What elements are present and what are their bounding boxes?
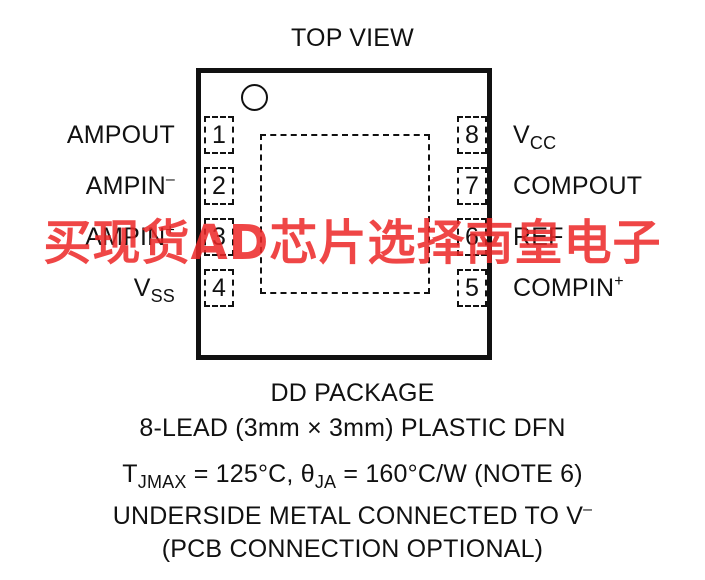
pin-pad-8: 8 — [457, 116, 487, 154]
underside-note: UNDERSIDE METAL CONNECTED TO V– — [112, 501, 593, 530]
pin-pad-7: 7 — [457, 167, 487, 205]
exposed-pad — [260, 134, 430, 294]
pin-pad-4: 4 — [204, 269, 234, 307]
pin-pad-2: 2 — [204, 167, 234, 205]
pin-label-compout: COMPOUT — [513, 172, 643, 200]
pin-label-vcc: VCC — [513, 121, 557, 153]
pin-label-vss: VSS — [133, 274, 175, 306]
pin-pad-1: 1 — [204, 116, 234, 154]
pin-pad-6: 6 — [457, 218, 487, 256]
pcb-note: (PCB CONNECTION OPTIONAL) — [161, 535, 544, 563]
package-outline — [196, 68, 492, 360]
package-name: DD PACKAGE — [270, 379, 435, 407]
pin-label-compin-plus: COMPIN+ — [513, 273, 624, 302]
pin-pad-3: 3 — [204, 218, 234, 256]
pin1-indicator-icon — [241, 84, 268, 111]
pin-pad-5: 5 — [457, 269, 487, 307]
package-description: 8-LEAD (3mm × 3mm) PLASTIC DFN — [139, 414, 566, 442]
pin-label-ampin-plus: AMPIN+ — [85, 222, 175, 251]
pin-label-ampout: AMPOUT — [66, 121, 175, 149]
pin-label-ampin-minus: AMPIN– — [85, 171, 175, 200]
pin-label-ref: REF — [513, 223, 564, 251]
thermal-specs: TJMAX = 125°C, θJA = 160°C/W (NOTE 6) — [122, 460, 583, 492]
view-title: TOP VIEW — [291, 24, 414, 52]
watermark-text: 买现货AD芯片选择南皇电子 — [43, 215, 662, 271]
